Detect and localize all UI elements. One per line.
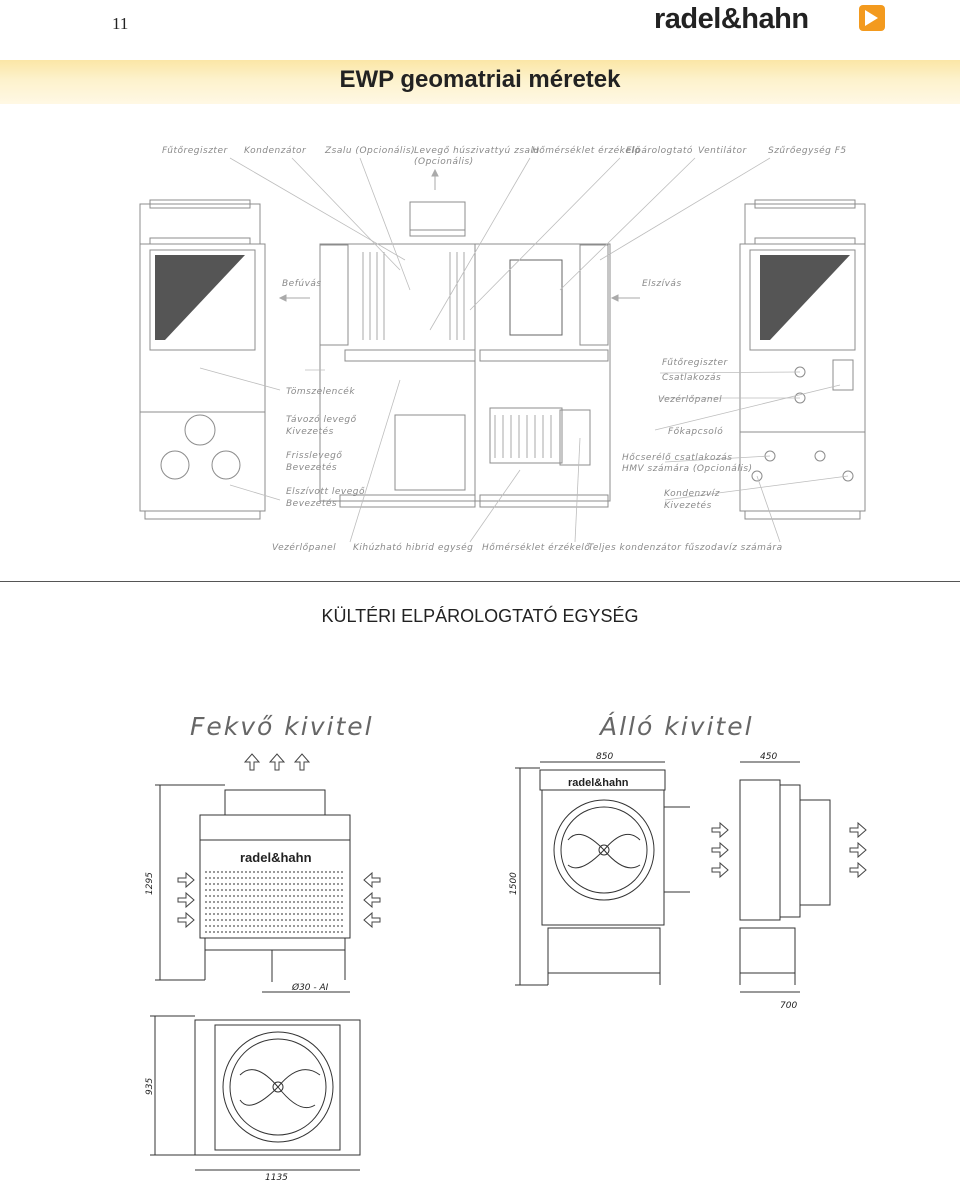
label-tavozo-1: Távozó levegő bbox=[286, 414, 357, 425]
label-kondenz-2: Kivezetés bbox=[664, 500, 712, 511]
label-elszivott-1: Elszívott levegő bbox=[286, 487, 365, 497]
unit-logo-fekvo: radel&hahn bbox=[240, 850, 312, 865]
label-kondenzator: Kondenzátor bbox=[244, 146, 307, 156]
label-kondenz-1: Kondenzvíz bbox=[664, 489, 720, 499]
dim-1500: 1500 bbox=[509, 872, 519, 895]
label-elszivott-2: Bevezetés bbox=[286, 498, 337, 509]
label-futo-1: Fűtőregiszter bbox=[662, 358, 728, 368]
label-bottom-vezerlopanel: Vezérlőpanel bbox=[272, 542, 336, 553]
label-hocserelo-1: Hőcserélő csatlakozás bbox=[622, 452, 732, 463]
label-szuroegyseg: Szűrőegység F5 bbox=[768, 145, 847, 156]
dim-1295: 1295 bbox=[145, 872, 155, 895]
ewp-cutaway-drawing: Fűtőregiszter Kondenzátor Zsalu (Opcioná… bbox=[139, 145, 866, 553]
label-levego-zsalu: Levegő húszivattyú zsalu bbox=[414, 146, 540, 156]
fekvo-title: Fekvő kivitel bbox=[190, 712, 374, 741]
brand-logo-text: radel&hahn bbox=[654, 3, 809, 35]
section-subtitle: KÜLTÉRI ELPÁROLOGTATÓ EGYSÉG bbox=[321, 606, 639, 626]
label-bottom-homerseklet: Hőmérséklet érzékelő bbox=[482, 542, 590, 553]
dim-450: 450 bbox=[760, 752, 777, 762]
dim-850: 850 bbox=[596, 752, 613, 762]
label-zsalu: Zsalu (Opcionális) bbox=[324, 146, 415, 156]
section-divider bbox=[0, 581, 960, 582]
page-title: EWP geomatriai méretek bbox=[339, 66, 621, 93]
dim-700: 700 bbox=[780, 1001, 797, 1011]
title-band bbox=[0, 60, 960, 104]
outdoor-unit-drawing: Fekvő kivitel Álló kivitel bbox=[145, 712, 867, 1180]
label-friss-2: Bevezetés bbox=[286, 462, 337, 473]
label-futoregiszter: Fűtőregiszter bbox=[162, 146, 228, 156]
label-hocserelo-2: HMV számára (Opcionális) bbox=[622, 464, 753, 474]
label-befuvas: Befúvás bbox=[282, 279, 322, 289]
label-opcionalis: (Opcionális) bbox=[414, 157, 474, 167]
dim-pipe: Ø30 - AI bbox=[291, 982, 329, 993]
label-tomszelencek: Tömszelencék bbox=[286, 386, 355, 397]
label-elparologtato: Elpárologtató bbox=[626, 145, 693, 156]
dim-1135: 1135 bbox=[265, 1173, 288, 1180]
label-futo-2: Csatlakozás bbox=[662, 373, 721, 383]
label-bottom-kondenzator: Teljes kondenzátor fűszodavíz számára bbox=[588, 543, 783, 553]
label-bottom-hibrid: Kihúzható hibrid egység bbox=[353, 542, 473, 553]
brand-logo: radel&hahn bbox=[654, 3, 885, 35]
label-elszivas: Elszívás bbox=[642, 279, 682, 289]
damper-shading bbox=[155, 255, 245, 340]
label-fokapcsolo: Főkapcsoló bbox=[668, 426, 723, 437]
label-tavozo-2: Kivezetés bbox=[286, 426, 334, 437]
label-friss-1: Frisslevegő bbox=[286, 451, 342, 461]
label-ventilator: Ventilátor bbox=[698, 146, 747, 156]
label-vezerlopanel: Vezérlőpanel bbox=[658, 394, 722, 405]
label-homerseklet: Hőmérséklet érzékelő bbox=[532, 145, 640, 156]
allo-title: Álló kivitel bbox=[598, 712, 754, 741]
unit-logo-allo: radel&hahn bbox=[568, 777, 629, 789]
page-number: 11 bbox=[112, 14, 129, 33]
dim-935: 935 bbox=[145, 1078, 155, 1095]
